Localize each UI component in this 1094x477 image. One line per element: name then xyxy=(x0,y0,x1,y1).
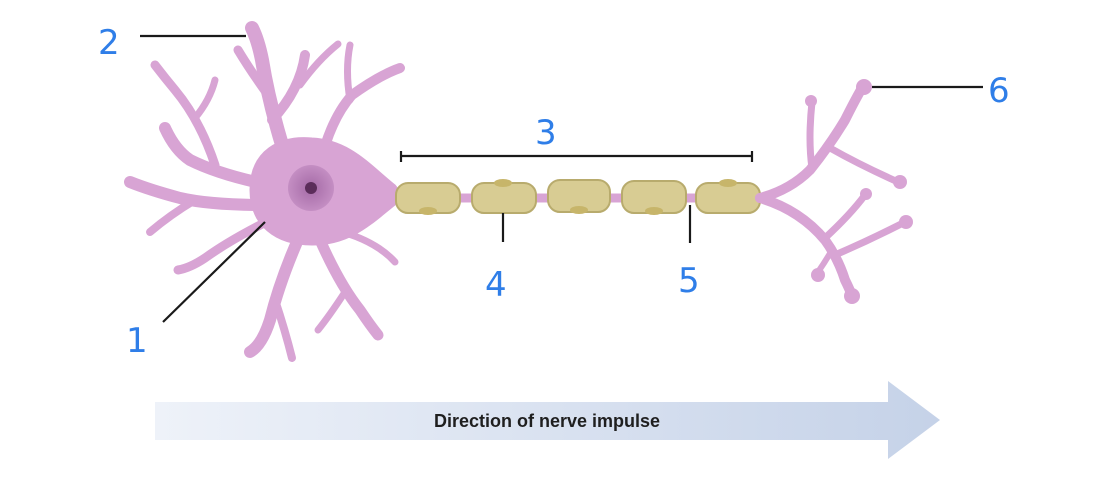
leader-bracket-3 xyxy=(399,151,754,162)
nucleolus xyxy=(305,182,317,194)
synaptic-knob xyxy=(899,215,913,229)
myelin-sheath xyxy=(471,182,537,214)
direction-arrow-label: Direction of nerve impulse xyxy=(434,411,660,431)
dendrites xyxy=(124,21,405,362)
myelin-sheath xyxy=(695,182,761,214)
schwann-nucleus xyxy=(494,179,512,187)
synaptic-knob xyxy=(811,268,825,282)
synaptic-knobs xyxy=(805,79,913,304)
label-2: 2 xyxy=(98,23,120,63)
axon-terminals xyxy=(755,83,909,301)
synaptic-knob xyxy=(893,175,907,189)
schwann-nucleus xyxy=(419,207,437,215)
label-1: 1 xyxy=(126,321,148,361)
schwann-nucleus xyxy=(570,206,588,214)
label-6: 6 xyxy=(988,71,1010,111)
synaptic-knob xyxy=(844,288,860,304)
label-5: 5 xyxy=(678,261,700,301)
synaptic-knob xyxy=(860,188,872,200)
schwann-nucleus xyxy=(645,207,663,215)
direction-arrow xyxy=(155,381,940,459)
schwann-nucleus xyxy=(719,179,737,187)
leader-line-1 xyxy=(162,221,266,323)
synaptic-knob xyxy=(805,95,817,107)
synaptic-knob xyxy=(856,79,872,95)
label-4: 4 xyxy=(485,265,507,305)
label-3: 3 xyxy=(535,113,557,153)
myelin-sheaths xyxy=(395,179,761,215)
